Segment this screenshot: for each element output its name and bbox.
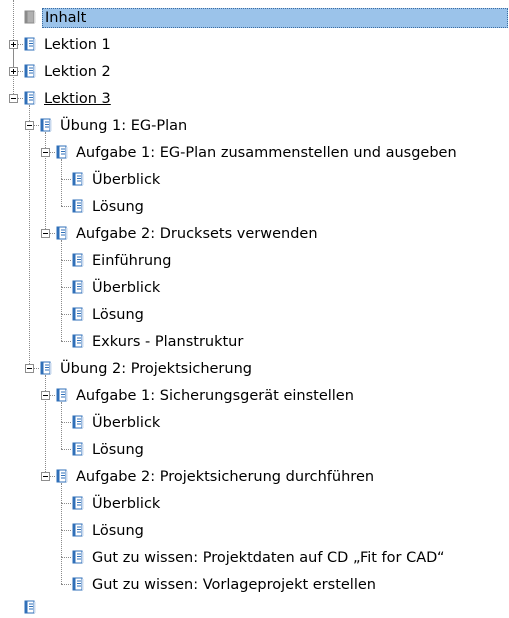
tree-page-item[interactable]: Überblick	[92, 496, 161, 512]
tree-node[interactable]: Übung 1: EG-Plan	[60, 118, 188, 134]
tree-connector-line	[61, 314, 71, 315]
page-icon	[72, 415, 84, 429]
page-icon	[72, 172, 84, 186]
tree-page-item[interactable]: Lösung	[92, 442, 144, 458]
tree-page-item[interactable]: Gut zu wissen: Vorlageprojekt erstellen	[92, 577, 376, 593]
tree-connector-line	[45, 476, 55, 477]
page-icon	[72, 577, 84, 591]
page-icon	[72, 307, 84, 321]
tree-connector-line	[61, 503, 71, 504]
tree-connector-line	[61, 584, 71, 585]
tree-page-item[interactable]: Überblick	[92, 172, 161, 188]
tree-node[interactable]: Lektion 1	[44, 37, 111, 53]
tree-connector-line	[29, 368, 39, 369]
book-icon	[56, 145, 68, 159]
tree-connector-line	[13, 44, 23, 45]
tree-connector-line	[45, 152, 46, 233]
page-icon	[72, 442, 84, 456]
book-icon	[56, 469, 68, 483]
tree-connector-line	[45, 375, 46, 395]
expand-plus-icon[interactable]	[9, 67, 18, 76]
book-icon	[56, 388, 68, 402]
tree-connector-line	[61, 557, 71, 558]
book-icon	[24, 37, 36, 51]
tree-connector-line	[61, 287, 62, 314]
tree-connector-line	[61, 557, 62, 584]
page-icon	[72, 550, 84, 564]
tree-connector-line	[13, 98, 23, 99]
collapse-minus-icon[interactable]	[41, 391, 50, 400]
page-icon	[72, 199, 84, 213]
tree-connector-line	[61, 402, 62, 422]
tree-connector-line	[61, 287, 71, 288]
tree-node[interactable]: Übung 2: Projektsicherung	[60, 361, 252, 377]
tree-node-root[interactable]: Inhalt	[42, 8, 508, 28]
tree-connector-line	[61, 206, 71, 207]
page-icon	[72, 496, 84, 510]
tree-page-item[interactable]: Einführung	[92, 253, 172, 269]
tree-connector-line	[61, 179, 62, 206]
expand-plus-icon[interactable]	[9, 40, 18, 49]
tree-connector-line	[61, 260, 62, 287]
tree-connector-line	[61, 422, 62, 449]
collapse-minus-icon[interactable]	[25, 364, 34, 373]
tree-page-item[interactable]: Lösung	[92, 307, 144, 323]
book-icon	[56, 226, 68, 240]
tree-node[interactable]: Aufgabe 2: Projektsicherung durchführen	[76, 469, 375, 485]
tree-page-item[interactable]: Überblick	[92, 415, 161, 431]
collapse-minus-icon[interactable]	[41, 148, 50, 157]
page-icon	[72, 334, 84, 348]
tree-connector-line	[61, 530, 71, 531]
tree-connector-line	[61, 260, 71, 261]
book-icon	[24, 91, 36, 105]
tree-connector-line	[61, 159, 62, 179]
book-icon	[24, 600, 36, 614]
page-icon	[72, 280, 84, 294]
tree-connector-line	[61, 240, 62, 260]
tree-connector-line	[13, 71, 23, 72]
tree-node[interactable]: Aufgabe 1: EG-Plan zusammenstellen und a…	[76, 145, 457, 161]
tree-connector-line	[61, 483, 62, 503]
tree-page-item[interactable]: Exkurs - Planstruktur	[92, 334, 244, 350]
tree-connector-line	[29, 125, 30, 368]
tree-connector-line	[61, 341, 71, 342]
collapse-minus-icon[interactable]	[41, 229, 50, 238]
tree-connector-line	[45, 233, 55, 234]
tree-connector-line	[61, 422, 71, 423]
tree-connector-line	[45, 152, 55, 153]
book-icon	[24, 64, 36, 78]
tree-node[interactable]: Aufgabe 1: Sicherungsgerät einstellen	[76, 388, 354, 404]
tree-connector-line	[45, 132, 46, 152]
tree-connector-line	[29, 105, 30, 125]
tree-connector-line	[45, 395, 46, 476]
page-icon	[72, 253, 84, 267]
collapse-minus-icon[interactable]	[41, 472, 50, 481]
tree-connector-line	[61, 530, 62, 557]
collapse-minus-icon[interactable]	[25, 121, 34, 130]
tree-connector-line	[45, 395, 55, 396]
tree-connector-line	[61, 179, 71, 180]
book-icon	[40, 118, 52, 132]
tree-page-item[interactable]: Überblick	[92, 280, 161, 296]
tree-connector-line	[61, 449, 71, 450]
tree-node[interactable]: Lektion 2	[44, 64, 111, 80]
tree-connector-line	[61, 314, 62, 341]
tree-connector-line	[13, 0, 14, 98]
tree-node[interactable]: Aufgabe 2: Drucksets verwenden	[76, 226, 318, 242]
tree-node[interactable]: Lektion 3	[44, 91, 111, 107]
tree-page-item[interactable]: Lösung	[92, 523, 144, 539]
book-icon	[40, 361, 52, 375]
tree-connector-line	[29, 125, 39, 126]
tree-page-item[interactable]: Lösung	[92, 199, 144, 215]
page-icon	[72, 523, 84, 537]
contents-icon	[24, 10, 36, 24]
collapse-minus-icon[interactable]	[9, 94, 18, 103]
tree-connector-line	[61, 503, 62, 530]
tree-page-item[interactable]: Gut zu wissen: Projektdaten auf CD „Fit …	[92, 550, 445, 566]
